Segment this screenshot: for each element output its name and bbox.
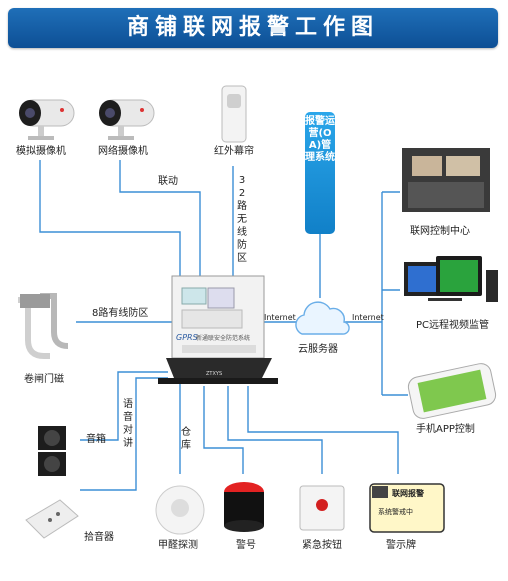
- speaker-label: 音箱: [86, 434, 106, 445]
- internet-right-label: Internet: [352, 313, 384, 322]
- intercom-label: 语音对讲: [123, 399, 133, 449]
- ops-system-box: 报警运营(OA)管理系统: [305, 112, 335, 234]
- siren-icon: [224, 482, 264, 532]
- linkage-label: 联动: [158, 176, 178, 187]
- shutter-magnet-label: 卷闸门磁: [24, 374, 64, 385]
- warning-sign-icon: [369, 483, 445, 533]
- alarm-panel-icon: [158, 275, 278, 384]
- microphone-icon: [25, 499, 79, 539]
- emergency-button-icon: [299, 485, 345, 531]
- cloud-icon: [295, 301, 350, 335]
- pc-icon: [404, 256, 498, 302]
- magnet-icon: [18, 293, 69, 359]
- network-camera-icon: [99, 99, 155, 140]
- internet-left-label: Internet: [264, 313, 296, 322]
- formaldehyde-label: 甲醛探测: [158, 540, 198, 551]
- network-center-label: 联网控制中心: [410, 226, 470, 237]
- mobile-app-label: 手机APP控制: [416, 424, 475, 435]
- cloud-server-label: 云服务器: [298, 344, 338, 355]
- phone-icon: [407, 363, 497, 419]
- page-title: 商铺联网报警工作图: [126, 15, 379, 40]
- panel-brand: GPRS: [176, 333, 198, 342]
- emergency-button-label: 紧急按钮: [302, 540, 342, 551]
- connection-lines: [39, 160, 408, 491]
- warehouse-label: 仓库: [181, 427, 191, 451]
- pc-monitor-label: PC远程视频监管: [416, 320, 490, 331]
- microphone-label: 拾音器: [84, 532, 114, 543]
- title-bar: 商铺联网报警工作图: [8, 8, 498, 48]
- warning-sign-label: 警示牌: [386, 540, 416, 551]
- speaker-icon: [38, 426, 66, 476]
- analog-camera-label: 模拟摄像机: [16, 146, 66, 157]
- sign-subtitle: 系统警戒中: [378, 508, 413, 516]
- wired-zones-label: 8路有线防区: [92, 308, 149, 319]
- network-camera-label: 网络摄像机: [98, 146, 148, 157]
- infrared-curtain-icon: [221, 85, 247, 143]
- control-center-icon: [402, 148, 490, 212]
- infrared-curtain-label: 红外幕帘: [214, 146, 254, 157]
- siren-label: 警号: [236, 540, 256, 551]
- panel-base-label: ZTXYS: [206, 371, 223, 377]
- wireless-zones-label: 32路无线防区: [237, 175, 247, 264]
- ops-system-label: 报警运营(OA)管理系统: [305, 116, 335, 163]
- analog-camera-icon: [19, 99, 75, 140]
- formaldehyde-icon: [155, 485, 205, 535]
- panel-caption: 新通联安全防范系统: [196, 335, 251, 342]
- sign-title: 联网报警: [392, 489, 424, 498]
